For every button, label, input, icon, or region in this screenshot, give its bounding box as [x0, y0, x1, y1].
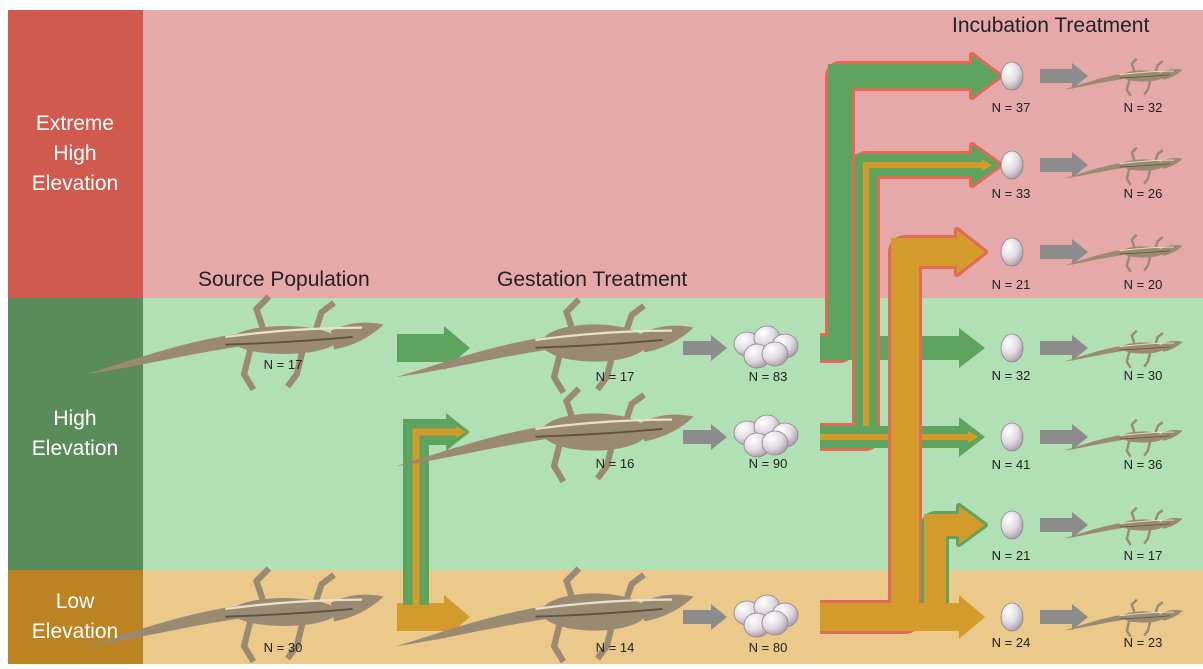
gestation-2-eggs-n: N = 90: [749, 456, 788, 471]
incubation-2-hatch-n: N = 26: [1124, 186, 1163, 201]
source-high-n: N = 17: [264, 357, 303, 372]
band-label-low: Low Elevation: [8, 570, 142, 664]
incubation-2-eggs-n: N = 33: [992, 186, 1031, 201]
band-label-extreme-high: Extreme High Elevation: [8, 10, 142, 298]
incubation-7-hatch-n: N = 23: [1124, 635, 1163, 650]
incubation-egg-6: [1001, 511, 1023, 539]
incubation-4-eggs-n: N = 32: [992, 368, 1031, 383]
incubation-1-hatch-n: N = 32: [1124, 100, 1163, 115]
incubation-7-eggs-n: N = 24: [992, 635, 1031, 650]
gestation-3-n: N = 14: [596, 640, 635, 655]
band-label-high: High Elevation: [8, 298, 142, 570]
incubation-5-eggs-n: N = 41: [992, 457, 1031, 472]
incubation-4-hatch-n: N = 30: [1124, 368, 1163, 383]
incubation-6-eggs-n: N = 21: [992, 548, 1031, 563]
source-low-n: N = 30: [264, 640, 303, 655]
heading-incubation-treatment: Incubation Treatment: [952, 14, 1149, 38]
incubation-3-hatch-n: N = 20: [1124, 277, 1163, 292]
incubation-egg-2: [1001, 151, 1023, 179]
heading-source-population: Source Population: [198, 268, 370, 292]
incubation-egg-7: [1001, 603, 1023, 631]
incubation-egg-1: [1001, 62, 1023, 90]
gestation-3-eggs-n: N = 80: [749, 640, 788, 655]
incubation-egg-5: [1001, 423, 1023, 451]
incubation-6-hatch-n: N = 17: [1124, 548, 1163, 563]
gestation-1-eggs-n: N = 83: [749, 369, 788, 384]
incubation-1-eggs-n: N = 37: [992, 100, 1031, 115]
incubation-5-hatch-n: N = 36: [1124, 457, 1163, 472]
incubation-3-eggs-n: N = 21: [992, 277, 1031, 292]
heading-gestation-treatment: Gestation Treatment: [497, 268, 687, 292]
incubation-egg-3: [1001, 238, 1023, 266]
incubation-egg-4: [1001, 334, 1023, 362]
gestation-1-n: N = 17: [596, 369, 635, 384]
gestation-2-n: N = 16: [596, 456, 635, 471]
